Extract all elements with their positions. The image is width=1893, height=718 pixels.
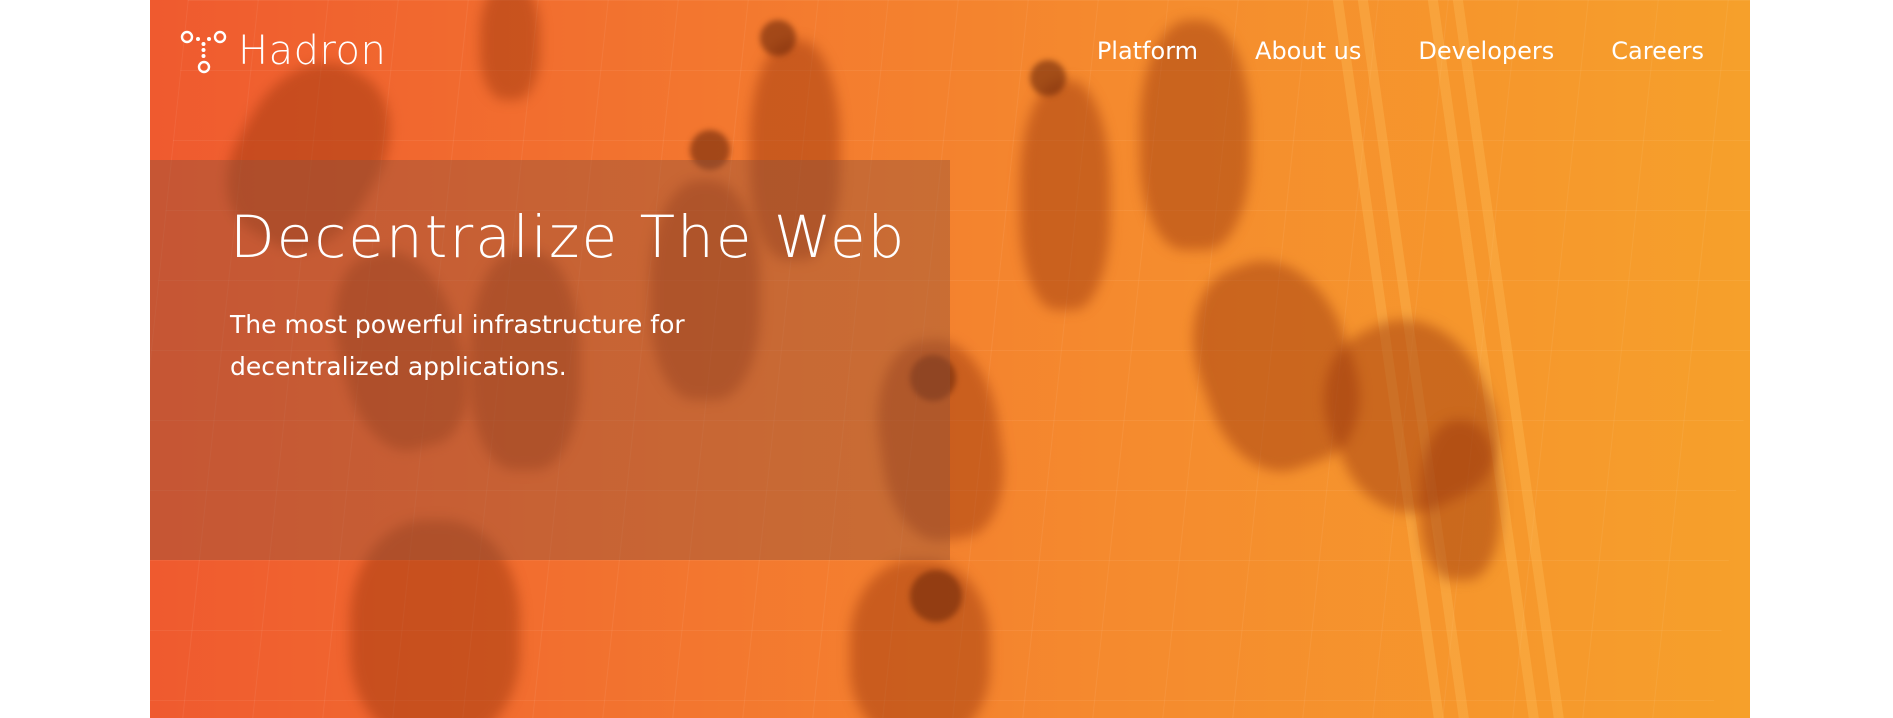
nav-item-developers[interactable]: Developers [1418, 37, 1555, 65]
nav-menu: Platform About us Developers Careers [1097, 34, 1704, 68]
top-navigation: Hadron Platform About us Developers Care… [150, 0, 1750, 100]
nav-item-careers[interactable]: Careers [1611, 37, 1704, 65]
brand-logo[interactable]: Hadron [180, 28, 386, 74]
hero-headline: Decentralize The Web [230, 203, 907, 271]
hero-section: Hadron Platform About us Developers Care… [150, 0, 1750, 718]
nav-item-about-us[interactable]: About us [1255, 37, 1362, 65]
headline-overlay-panel [150, 160, 950, 560]
hadron-logo-icon [180, 30, 227, 74]
nav-item-platform[interactable]: Platform [1096, 37, 1199, 65]
hero-subtitle: The most powerful infrastructure for dec… [230, 310, 685, 381]
brand-name: Hadron [238, 28, 387, 74]
